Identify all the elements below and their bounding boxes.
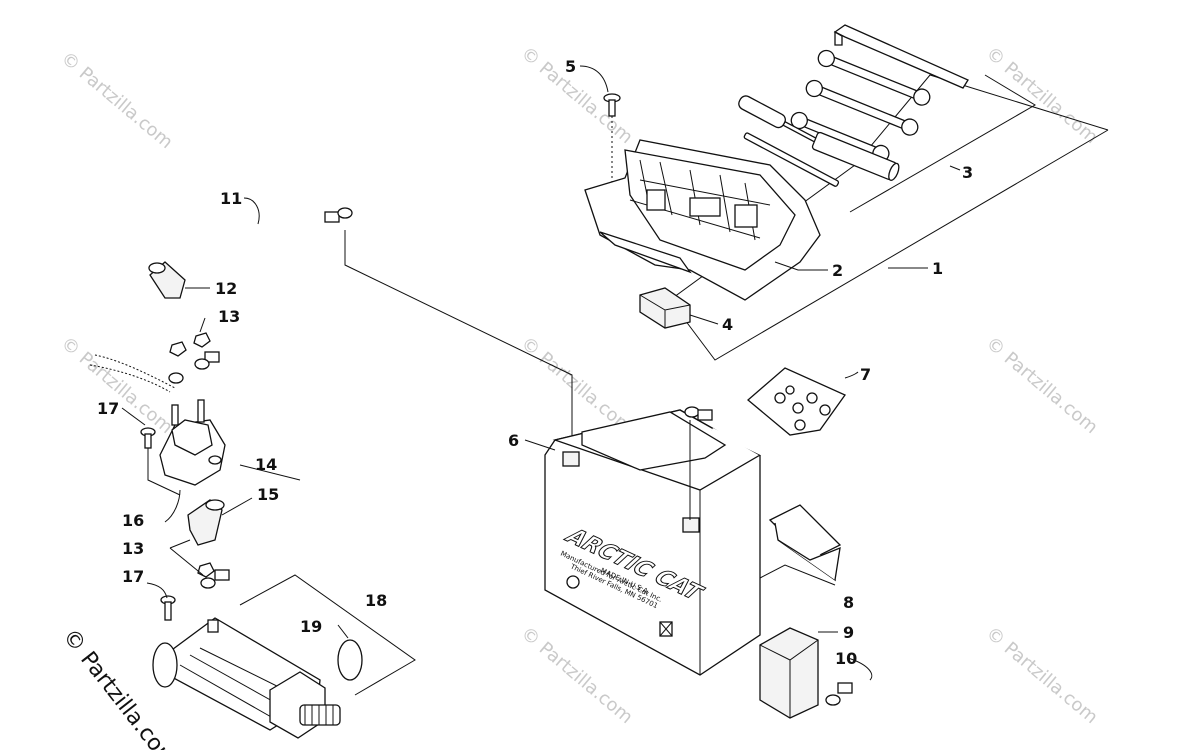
battery: ARCTIC CAT Manufactured for Arctic Cat I…	[544, 409, 762, 676]
foam-block	[759, 627, 819, 719]
watermark: © Partzilla.com	[517, 333, 637, 438]
callout-11: 11	[220, 189, 242, 208]
callout-10: 10	[835, 649, 857, 668]
watermark: © Partzilla.com	[982, 333, 1102, 438]
callout-15: 15	[257, 485, 279, 504]
callout-9: 9	[843, 623, 854, 642]
callout-4: 4	[722, 315, 733, 334]
watermark: © Partzilla.com	[57, 48, 177, 153]
decal	[768, 504, 842, 582]
callout-2: 2	[832, 261, 843, 280]
starter-cable	[194, 331, 359, 589]
callout-13: 13	[122, 539, 144, 558]
watermark: © Partzilla.com	[982, 623, 1102, 728]
callout-17: 17	[122, 567, 144, 586]
negative-cable	[684, 406, 917, 706]
callout-16: 16	[122, 511, 144, 530]
callout-7: 7	[860, 365, 871, 384]
callout-12: 12	[215, 279, 237, 298]
callout-labels: 1 2 3 4 5 6 7 8 9 10 11 12 13 13 14 15 1…	[97, 57, 973, 668]
o-ring	[337, 639, 363, 681]
hardware-kit	[746, 367, 846, 436]
callout-6: 6	[508, 431, 519, 450]
watermark: © Partzilla.com	[517, 623, 637, 728]
watermark: © Partzilla.com	[57, 333, 177, 438]
storage-tray	[584, 139, 821, 301]
callout-1: 1	[932, 259, 943, 278]
callout-8: 8	[843, 593, 854, 612]
callout-14: 14	[255, 455, 277, 474]
watermark: © Partzilla.com	[982, 43, 1102, 148]
starter-motor	[152, 617, 341, 739]
callout-19: 19	[300, 617, 322, 636]
callout-5: 5	[565, 57, 576, 76]
callout-17: 17	[97, 399, 119, 418]
tool-kit	[738, 24, 969, 187]
bolts	[140, 427, 176, 621]
callout-3: 3	[962, 163, 973, 182]
foam-pad	[639, 287, 691, 329]
callout-18: 18	[365, 591, 387, 610]
callout-leaders	[121, 65, 961, 681]
positive-cable	[104, 207, 353, 384]
starter-solenoid	[89, 354, 226, 486]
callout-13: 13	[218, 307, 240, 326]
terminal-boot	[148, 261, 186, 299]
terminal-boot	[187, 499, 225, 546]
